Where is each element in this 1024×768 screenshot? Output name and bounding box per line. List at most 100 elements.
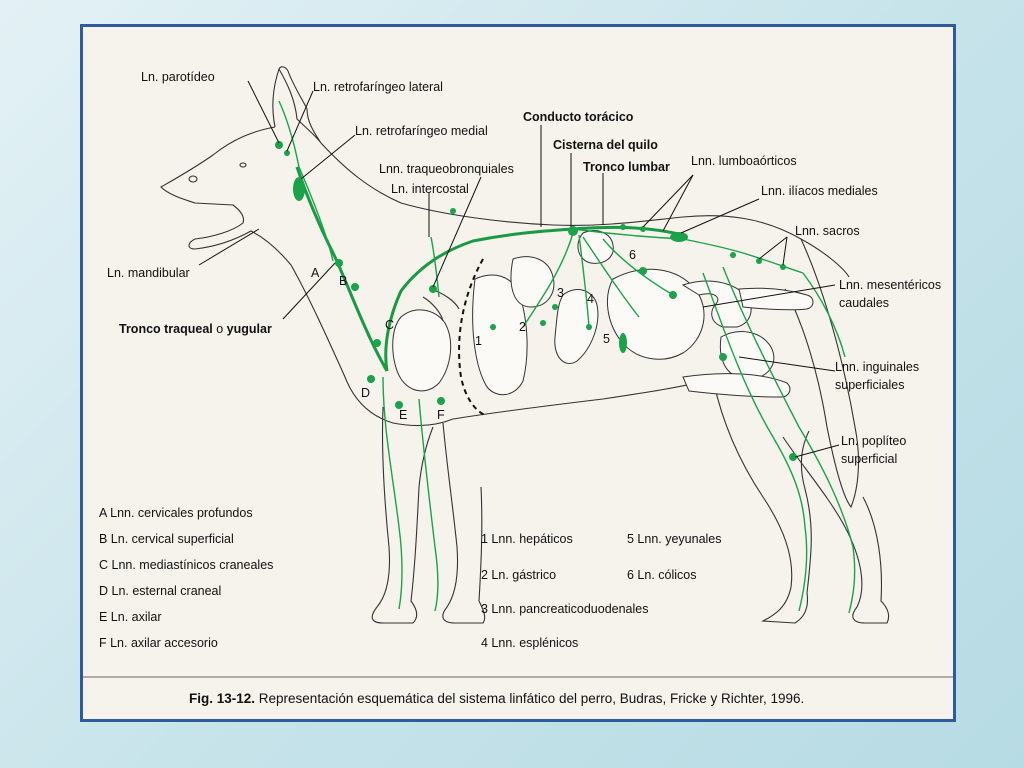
dog-tail-outline [784, 238, 860, 509]
node-lumboaortico-2 [620, 224, 626, 230]
node-gastrico [540, 320, 546, 326]
label-traqueobronquiales: Lnn. traqueobronquiales [379, 162, 514, 176]
node-cisterna [568, 226, 578, 236]
node-popliteo [789, 453, 797, 461]
rectum [738, 287, 814, 311]
label-retro-medial: Ln. retrofaríngeo medial [355, 124, 488, 138]
dog-foreleg2-outline [442, 422, 486, 624]
legend-4: 4 Lnn. esplénicos [481, 636, 578, 650]
letter-b: B [339, 274, 347, 288]
label-inguinales-1: Lnn. inguinales [835, 360, 919, 374]
label-inguinales-2: superficiales [835, 378, 904, 392]
thigh-muscle [682, 373, 791, 398]
node-axilar [395, 401, 403, 409]
leader-mesentericos [702, 284, 836, 308]
legend-numbers: 1 Lnn. hepáticos 2 Ln. gástrico 3 Lnn. p… [481, 532, 722, 650]
abdominal-vessels [522, 232, 674, 328]
leader-parotideo [247, 80, 280, 144]
node-iliaco-medial [670, 232, 688, 242]
stomach [510, 256, 555, 308]
leader-retro-medial [300, 134, 356, 180]
foreleg-vessel [382, 376, 403, 610]
leader-traqueobronquiales [432, 176, 482, 288]
dog-ear-outline [272, 68, 280, 128]
leader-inguinales [738, 356, 836, 372]
node-cervical-superficial [351, 283, 359, 291]
leader-lumboaorticos-1 [642, 174, 694, 228]
hindleg-vessel-2 [722, 266, 856, 614]
leader-mandibular [198, 228, 260, 266]
number-1: 1 [475, 334, 482, 348]
heart [392, 309, 452, 392]
node-pancreatico [552, 304, 558, 310]
node-lumboaortico-1 [640, 226, 646, 232]
node-cervical-profundo [335, 259, 343, 267]
letter-e: E [399, 408, 407, 422]
leader-lumboaorticos-2 [662, 174, 694, 232]
dog-lymphatic-diagram: Ln. parotídeo Ln. retrofaríngeo lateral … [83, 66, 953, 706]
organs [392, 230, 814, 416]
label-tronco-lumbar: Tronco lumbar [583, 160, 670, 174]
label-intercostal: Ln. intercostal [391, 182, 469, 196]
legend-e: E Ln. axilar [99, 610, 162, 624]
figure-labels: Ln. parotídeo Ln. retrofaríngeo lateral … [107, 70, 941, 466]
legend-c: C Lnn. mediastínicos craneales [99, 558, 273, 572]
node-retrofaringeo-medial [293, 177, 305, 201]
dog-hindleg-outline [712, 378, 812, 624]
node-esplenico [586, 324, 592, 330]
leader-tronco-traqueal [282, 262, 336, 320]
tail-vessel [802, 272, 846, 358]
dog-hindleg2-outline [782, 436, 890, 624]
lymphatic-vessels [278, 100, 856, 614]
node-retro-lateral [284, 150, 290, 156]
label-lumboaorticos: Lnn. lumboaórticos [691, 154, 797, 168]
legend-3: 3 Lnn. pancreaticoduodenales [481, 602, 649, 616]
node-esternal [367, 375, 375, 383]
label-parotideo: Ln. parotídeo [141, 70, 215, 84]
dog-back-outline [320, 142, 850, 278]
label-sacros: Lnn. sacros [795, 224, 860, 238]
label-iliacos-mediales: Lnn. ilíacos mediales [761, 184, 878, 198]
node-sacro-1 [730, 252, 736, 258]
letter-d: D [361, 386, 370, 400]
leader-popliteo [794, 444, 840, 458]
label-popliteo-2: superficial [841, 452, 897, 466]
legend-2: 2 Ln. gástrico [481, 568, 556, 582]
number-2: 2 [519, 320, 526, 334]
figure-frame: Ln. parotídeo Ln. retrofaríngeo lateral … [80, 24, 956, 722]
label-mandibular: Ln. mandibular [107, 266, 190, 280]
leader-sacros-1 [758, 236, 788, 260]
dog-outline [160, 66, 890, 624]
label-retro-lateral: Ln. retrofaríngeo lateral [313, 80, 443, 94]
node-mesenterico [669, 291, 677, 299]
legend-d: D Ln. esternal craneal [99, 584, 221, 598]
lumbar-trunk [572, 228, 804, 274]
node-mediastinico [373, 339, 381, 347]
tracheal-trunk [295, 166, 389, 372]
dog-foreleg-outline [371, 406, 434, 624]
legend-5: 5 Lnn. yeyunales [627, 532, 722, 546]
neck-vessel [278, 100, 334, 262]
letter-c: C [385, 318, 394, 332]
foreleg-vessel-2 [418, 398, 439, 612]
node-parotideo [275, 141, 283, 149]
number-6: 6 [629, 248, 636, 262]
node-traqueobronquial [429, 285, 437, 293]
number-5: 5 [603, 332, 610, 346]
legend-6: 6 Ln. cólicos [627, 568, 696, 582]
label-conducto-toracico: Conducto torácico [523, 110, 634, 124]
label-mesentericos-1: Lnn. mesentéricos [839, 278, 941, 292]
node-colico [639, 267, 647, 275]
legend-f: F Ln. axilar accesorio [99, 636, 218, 650]
number-4: 4 [587, 292, 594, 306]
legend-b: B Ln. cervical superficial [99, 532, 234, 546]
leader-lines [198, 80, 840, 458]
dog-eye [239, 162, 247, 168]
letter-f: F [437, 408, 445, 422]
node-sacro-3 [780, 264, 786, 270]
lymph-nodes [275, 141, 797, 461]
legend-a: A Lnn. cervicales profundos [99, 506, 253, 520]
node-sacro-2 [756, 258, 762, 264]
node-hepatico [490, 324, 496, 330]
